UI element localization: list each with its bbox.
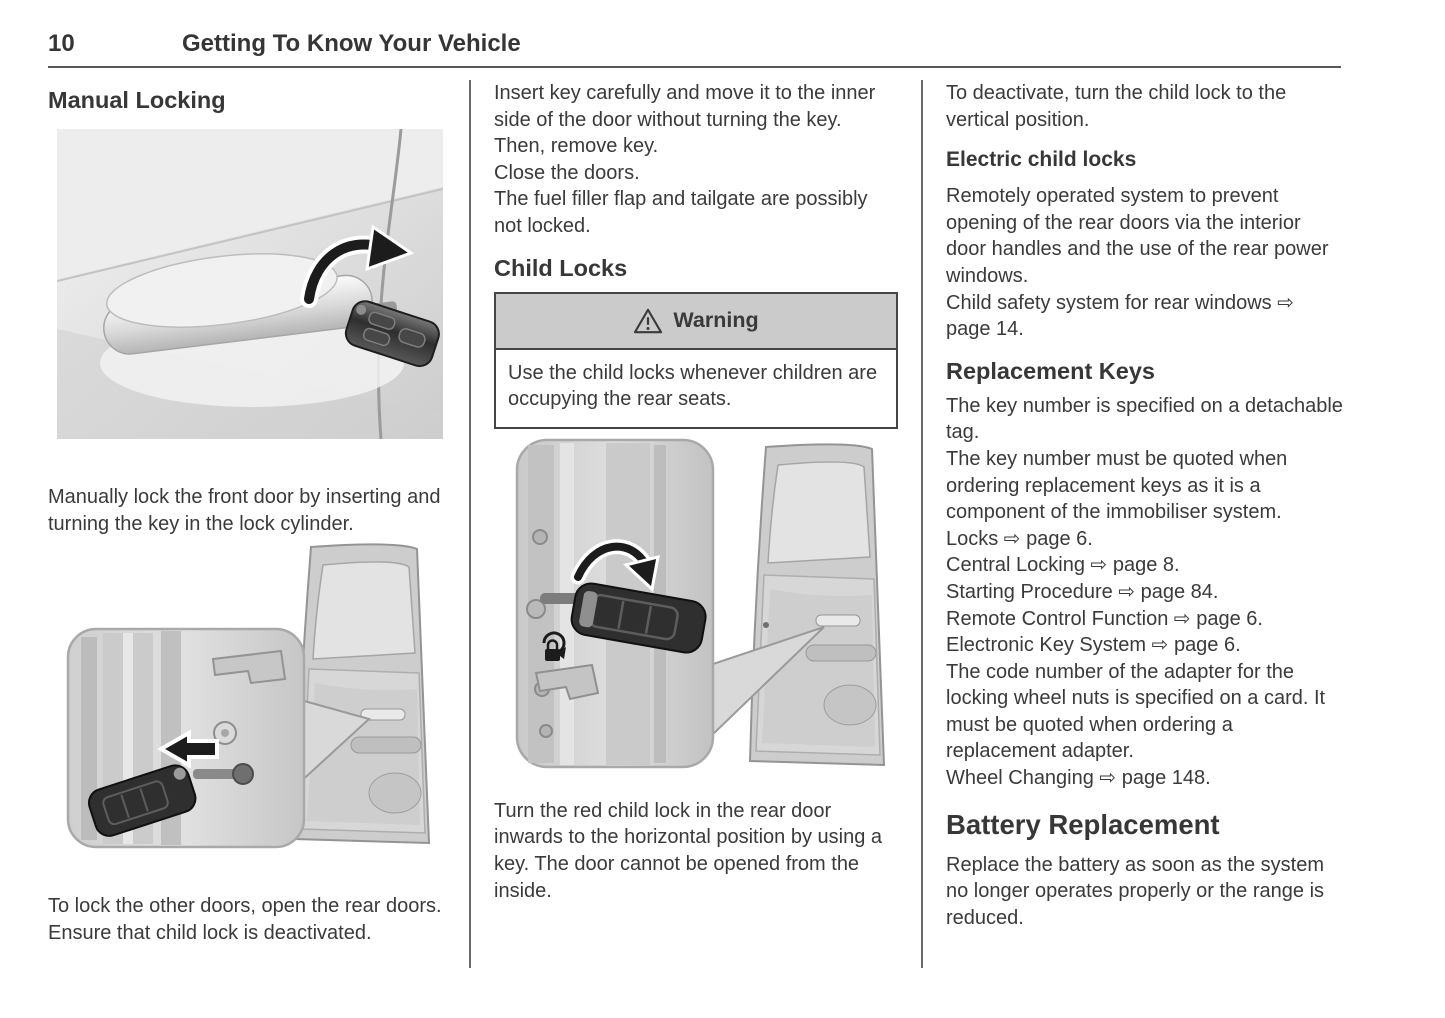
page-header: 10 Getting To Know Your Vehicle [48, 30, 1445, 58]
column-manual-locking: Manual Locking [48, 80, 446, 968]
page-reference: Wheel Changing ⇨ page 148. [946, 767, 1211, 790]
battery-replacement-paragraph: Replace the battery as soon as the syste… [946, 853, 1325, 929]
warning-title: Warning [673, 308, 759, 333]
door-handle-key-illustration [57, 129, 443, 439]
lock-rotate-icon [542, 631, 566, 661]
rear-door-key-lock-illustration [65, 541, 443, 851]
page-reference: Remote Control Function ⇨ page 6. [946, 607, 1263, 630]
electric-child-locks-paragraph: Remotely operated system to prevent open… [946, 183, 1344, 343]
lock-other-doors-paragraph: To lock the other doors, open the rear d… [48, 895, 442, 944]
page-reference: Locks ⇨ page 6. [946, 527, 1093, 550]
child-lock-key-illustration [514, 437, 898, 770]
page-reference: Electronic Key System ⇨ page 6. [946, 634, 1241, 657]
sentence: Then, remove key. [494, 135, 659, 158]
replacement-keys-heading: Replacement Keys [946, 357, 1155, 384]
sentence: The key number is specified on a detacha… [946, 394, 1343, 444]
electric-child-locks-subheading: Electric child locks [946, 148, 1137, 172]
column-child-locks: Insert key carefully and move it to the … [494, 80, 898, 968]
page-reference: Starting Procedure ⇨ page 84. [946, 580, 1219, 603]
sentence: Insert key carefully and move it to the … [494, 82, 876, 131]
header-rule [48, 66, 1341, 68]
manual-locking-paragraph: Manually lock the front door by insertin… [48, 486, 441, 535]
insert-key-paragraph: Insert key carefully and move it to the … [494, 80, 898, 240]
child-lock-key-image [515, 438, 886, 768]
warning-body: Use the child locks whenever children ar… [496, 349, 896, 427]
sentence: The key number must be quoted when order… [946, 447, 1288, 524]
column-divider [469, 80, 471, 968]
deactivate-paragraph: To deactivate, turn the child lock to th… [946, 82, 1287, 131]
page-title: Getting To Know Your Vehicle [182, 30, 521, 57]
sentence: Close the doors. [494, 161, 640, 184]
warning-box: Warning Use the child locks whenever chi… [494, 291, 898, 429]
sentence: The code number of the adapter for the l… [946, 660, 1326, 763]
replacement-keys-paragraph: The key number is specified on a detacha… [946, 393, 1344, 792]
page-reference: Central Locking ⇨ page 8. [946, 554, 1180, 577]
column-divider [921, 80, 923, 968]
warning-triangle-icon [633, 307, 663, 335]
child-locks-heading: Child Locks [494, 254, 628, 281]
manual-locking-heading: Manual Locking [48, 87, 226, 113]
battery-replacement-heading: Battery Replacement [946, 808, 1220, 840]
sentence: The fuel filler flap and tailgate are po… [494, 188, 868, 237]
door-handle-key-image [57, 129, 443, 439]
turn-child-lock-paragraph: Turn the red child lock in the rear door… [494, 799, 883, 902]
sentence: Remotely operated system to prevent open… [946, 185, 1329, 287]
three-column-layout: Manual Locking [48, 80, 1445, 968]
warning-header: Warning [496, 293, 896, 350]
page-number: 10 [48, 30, 75, 57]
column-keys-battery: To deactivate, turn the child lock to th… [946, 80, 1344, 968]
page-reference: Child safety system for rear windows ⇨ p… [946, 291, 1294, 341]
rear-door-key-lock-image [66, 543, 431, 849]
